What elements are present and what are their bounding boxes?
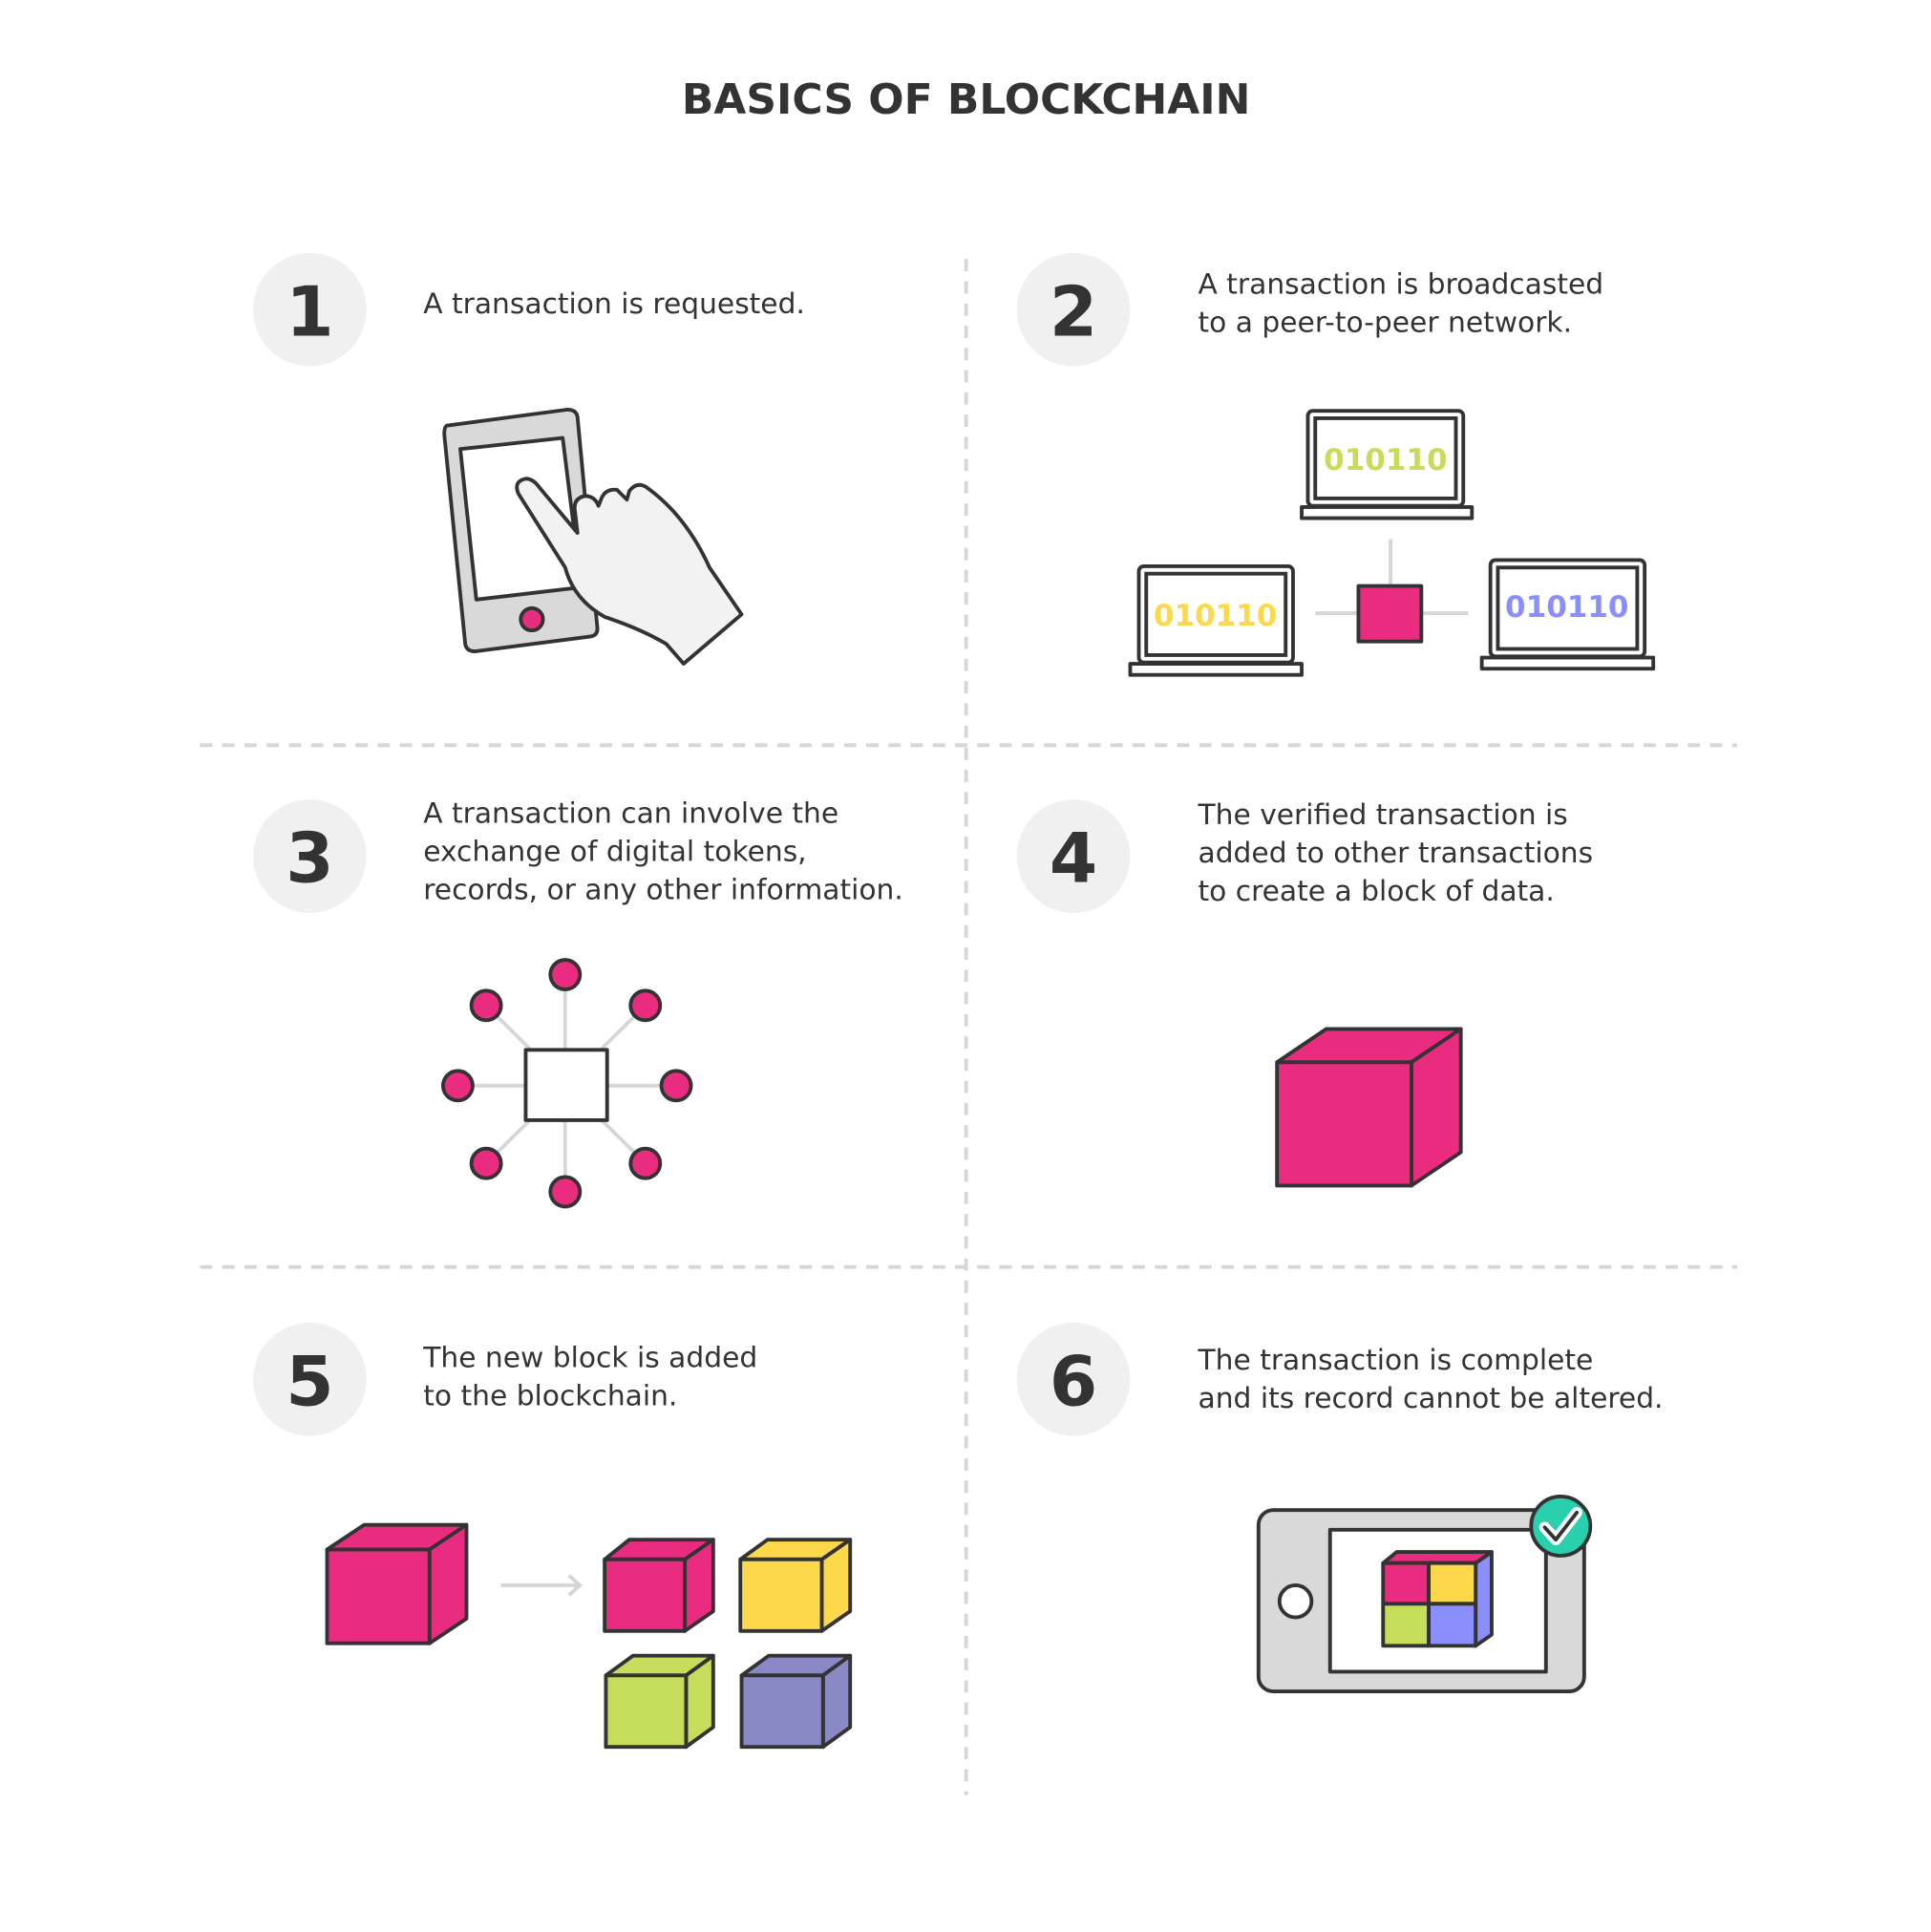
step-description: A transaction is requested. [423, 287, 805, 321]
step-description: added to other transactions [1199, 837, 1594, 870]
step-number: 5 [286, 1342, 333, 1422]
verified-record-icon [1256, 1495, 1593, 1694]
step-description: and its record cannot be altered. [1199, 1382, 1664, 1415]
node-block [1356, 584, 1424, 644]
step-2: 2 A transaction is broadcasted to a peer… [1016, 252, 1656, 677]
step-description: to a peer-to-peer network. [1199, 307, 1573, 340]
step-description: to create a block of data. [1199, 875, 1555, 908]
step-number: 1 [286, 272, 333, 352]
phone-tap-icon [442, 407, 744, 666]
page-title: BASICS OF BLOCKCHAIN [682, 75, 1250, 124]
step-description: The verified transaction is [1198, 798, 1568, 832]
step-number: 3 [286, 819, 333, 900]
step-3: 3 A transaction can involve the exchange… [252, 797, 903, 1209]
svg-text:010110: 010110 [1505, 590, 1628, 625]
step-number-badge [252, 252, 367, 367]
step-1: 1 A transaction is requested. [252, 252, 805, 666]
laptop-icon: 010110 [1300, 409, 1475, 520]
peer-network-icon: 010110 010110 010110 [1128, 409, 1656, 677]
blockchain-icon [603, 1538, 853, 1750]
new-block-icon [325, 1522, 469, 1645]
token-exchange-icon [440, 958, 693, 1209]
checkmark-icon [1529, 1495, 1593, 1558]
step-5: 5 The new block is added to the blockcha… [252, 1322, 853, 1750]
grid-dividers [200, 259, 1738, 1795]
step-description: records, or any other information. [423, 874, 903, 907]
svg-text:010110: 010110 [1324, 443, 1447, 478]
arrow-right-icon [500, 1574, 584, 1597]
step-4: 4 The verified transaction is added to o… [1016, 798, 1594, 1188]
step-description: The new block is added [422, 1341, 757, 1374]
step-number: 6 [1050, 1342, 1097, 1422]
svg-text:010110: 010110 [1154, 599, 1277, 633]
step-number: 4 [1050, 819, 1097, 900]
laptop-icon: 010110 [1479, 558, 1656, 671]
step-description: A transaction is broadcasted [1199, 267, 1604, 301]
step-description: to the blockchain. [423, 1379, 677, 1412]
data-block-icon [1275, 1027, 1463, 1188]
laptop-icon: 010110 [1128, 564, 1304, 677]
step-description: exchange of digital tokens, [423, 836, 806, 869]
step-description: A transaction can involve the [423, 797, 838, 831]
step-number: 2 [1050, 272, 1097, 352]
step-description: The transaction is complete [1198, 1344, 1594, 1377]
step-6: 6 The transaction is complete and its re… [1016, 1322, 1664, 1694]
